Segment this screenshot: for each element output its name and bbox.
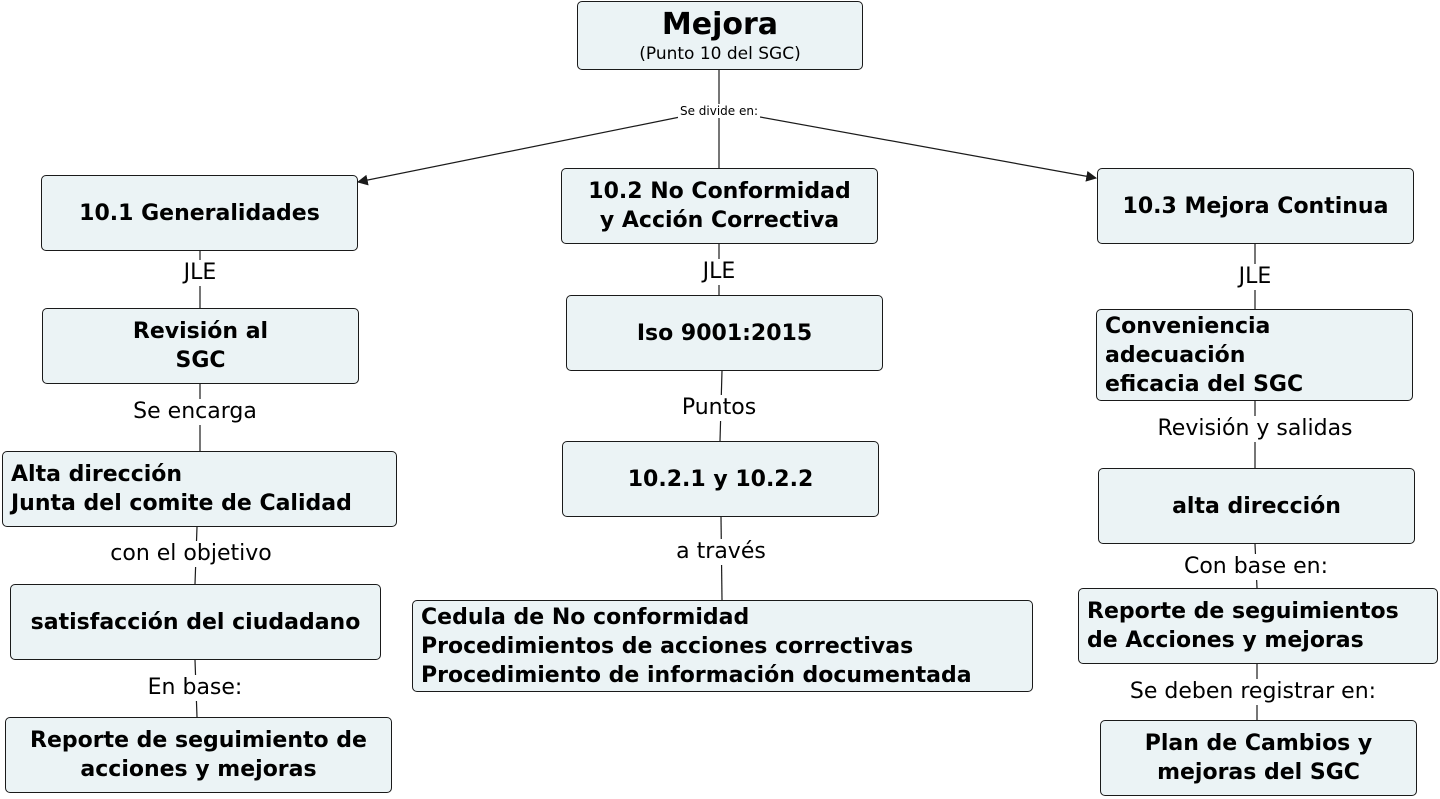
node-text: Procedimiento de información documentada bbox=[421, 662, 972, 688]
root-subtitle: (Punto 10 del SGC) bbox=[639, 43, 801, 64]
node-reporte-seguimientos[interactable]: Reporte de seguimientos de Acciones y me… bbox=[1078, 588, 1438, 664]
node-text: Cedula de No conformidad bbox=[421, 604, 750, 630]
node-conveniencia[interactable]: Conveniencia adecuación eficacia del SGC bbox=[1096, 309, 1413, 401]
node-text: eficacia del SGC bbox=[1105, 371, 1304, 397]
arrow-to-mejora-continua bbox=[759, 116, 1098, 182]
node-text: Plan de Cambios y bbox=[1144, 731, 1373, 756]
node-text: Revisión al bbox=[132, 319, 269, 344]
node-text: 10.2 No Conformidad bbox=[588, 179, 851, 204]
node-text: Procedimientos de acciones correctivas bbox=[421, 633, 914, 659]
node-text: mejoras del SGC bbox=[1157, 760, 1360, 785]
link-label: con el objetivo bbox=[108, 541, 274, 567]
link-label: a través bbox=[674, 539, 768, 565]
arrow-to-generalidades bbox=[356, 116, 681, 186]
node-text: Alta dirección bbox=[11, 462, 183, 487]
node-cedula-procedimientos[interactable]: Cedula de No conformidad Procedimientos … bbox=[412, 600, 1033, 692]
root-title: Mejora bbox=[661, 6, 779, 42]
root-node[interactable]: Mejora (Punto 10 del SGC) bbox=[577, 1, 863, 70]
link-label: JLE bbox=[1236, 264, 1274, 290]
node-10-2-1-10-2-2[interactable]: 10.2.1 y 10.2.2 bbox=[562, 441, 879, 517]
node-mejora-continua[interactable]: 10.3 Mejora Continua bbox=[1097, 168, 1414, 244]
node-generalidades[interactable]: 10.1 Generalidades bbox=[41, 175, 358, 251]
link-label: Se deben registrar en: bbox=[1127, 679, 1379, 705]
node-text: 10.3 Mejora Continua bbox=[1122, 193, 1389, 219]
link-label: JLE bbox=[700, 259, 738, 285]
link-label: Se encarga bbox=[131, 399, 259, 425]
node-plan-cambios[interactable]: Plan de Cambios y mejoras del SGC bbox=[1100, 720, 1417, 796]
link-label: JLE bbox=[181, 260, 219, 286]
node-text: alta dirección bbox=[1172, 493, 1341, 519]
link-label: Puntos bbox=[679, 395, 759, 421]
node-text: y Acción Correctiva bbox=[599, 208, 840, 233]
node-text: Iso 9001:2015 bbox=[636, 320, 813, 346]
node-text: acciones y mejoras bbox=[80, 757, 317, 782]
node-text: 10.1 Generalidades bbox=[79, 200, 320, 226]
node-text: Reporte de seguimientos bbox=[1087, 599, 1399, 624]
node-no-conformidad[interactable]: 10.2 No Conformidad y Acción Correctiva bbox=[561, 168, 878, 244]
node-text: adecuación bbox=[1105, 342, 1246, 368]
node-text: satisfacción del ciudadano bbox=[30, 609, 361, 635]
link-label: Con base en: bbox=[1181, 554, 1331, 580]
node-alta-direccion-junta[interactable]: Alta dirección Junta del comite de Calid… bbox=[2, 451, 397, 527]
node-satisfaccion-ciudadano[interactable]: satisfacción del ciudadano bbox=[10, 584, 381, 660]
node-text: Junta del comite de Calidad bbox=[11, 491, 352, 516]
node-text: Conveniencia bbox=[1105, 313, 1271, 339]
link-label: Revisión y salidas bbox=[1155, 416, 1355, 442]
node-text: Reporte de seguimiento de bbox=[30, 728, 367, 753]
node-reporte-seguimiento[interactable]: Reporte de seguimiento de acciones y mej… bbox=[5, 717, 392, 793]
node-text: de Acciones y mejoras bbox=[1087, 628, 1364, 653]
node-text: SGC bbox=[175, 348, 226, 373]
node-revision-sgc[interactable]: Revisión al SGC bbox=[42, 308, 359, 384]
root-link-label: Se divide en: bbox=[677, 104, 761, 118]
node-text: 10.2.1 y 10.2.2 bbox=[627, 466, 814, 492]
node-alta-direccion[interactable]: alta dirección bbox=[1098, 468, 1415, 544]
node-iso-9001[interactable]: Iso 9001:2015 bbox=[566, 295, 883, 371]
link-label: En base: bbox=[145, 675, 245, 701]
